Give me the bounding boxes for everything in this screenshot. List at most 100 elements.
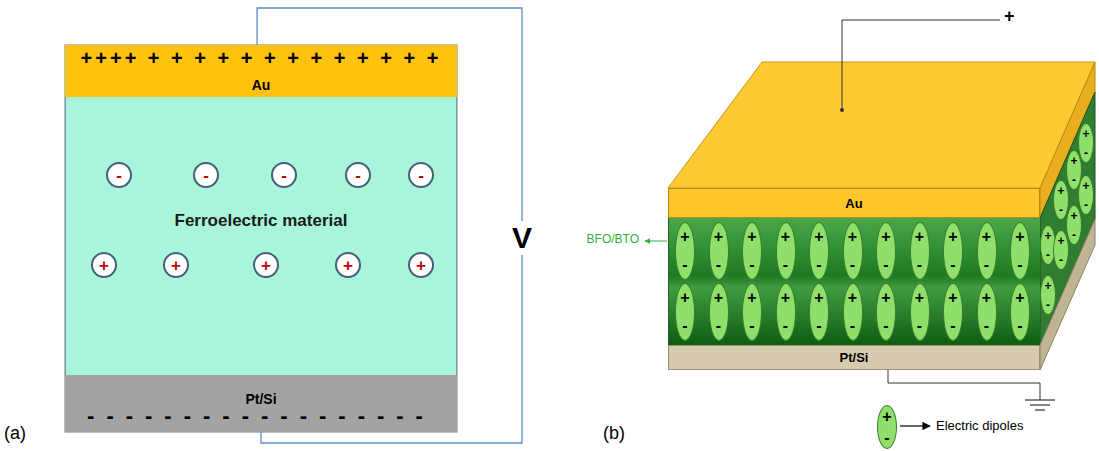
charge-circle: - [408, 162, 434, 188]
node-text: ------------------ [87, 409, 435, 423]
ferroelectric-layer: Ferroelectric material-----+++++ [65, 97, 457, 375]
node-text: - [1046, 299, 1050, 311]
node-text: + [882, 409, 891, 425]
electric-dipole: +- [1010, 222, 1030, 280]
node-text: - [783, 257, 788, 273]
contact-dot [840, 108, 844, 112]
node-text: - [682, 257, 687, 273]
charge-circle: + [335, 252, 361, 278]
node-text: + [1082, 180, 1089, 192]
node-text: - [850, 318, 855, 334]
node-text: - [1084, 199, 1088, 211]
electric-dipole: +- [675, 222, 695, 280]
electric-dipole: +- [843, 283, 863, 341]
node-text: + [343, 257, 353, 274]
legend-arrow [900, 425, 930, 426]
node-text: + [1015, 229, 1024, 245]
electric-dipole: +- [876, 283, 896, 341]
electric-dipole: +- [809, 283, 829, 341]
node-text: - [1072, 229, 1076, 241]
electric-dipole: +- [910, 222, 930, 280]
electric-dipole: +- [742, 283, 762, 341]
electric-dipole: +- [776, 222, 796, 280]
node-text: + [881, 290, 890, 306]
charge-circle: - [271, 162, 297, 188]
node-text: - [418, 167, 424, 184]
electric-dipole: +- [776, 283, 796, 341]
node-text: - [682, 318, 687, 334]
panel-label: (a) [4, 423, 26, 444]
leader-line [645, 241, 667, 242]
node-text: - [749, 257, 754, 273]
electrode-bar: ++++ + + + + + + + + + + + + + Au [65, 45, 457, 97]
node-text: + [1057, 185, 1064, 197]
legend-text: Electric dipoles [936, 418, 1023, 433]
node-text: + [1082, 128, 1089, 140]
electric-dipole: +- [709, 222, 729, 280]
charge-circle: - [345, 162, 371, 188]
node-text: + [1070, 155, 1077, 167]
node-text: - [716, 257, 721, 273]
node-text: - [850, 257, 855, 273]
electric-dipole: +- [943, 222, 963, 280]
substrate-bar: Pt/Si ------------------ [65, 375, 457, 432]
voltage-label: V [508, 221, 536, 255]
node-text: - [984, 318, 989, 334]
stack-outline [65, 45, 457, 432]
electric-dipole: +- [675, 283, 695, 341]
node-text: + [915, 290, 924, 306]
node-text: + [781, 229, 790, 245]
node-text: - [884, 430, 889, 446]
node-text: - [1059, 254, 1063, 266]
top-face [668, 62, 1095, 188]
node-text: + [1044, 230, 1051, 242]
terminal-sign: + [1004, 6, 1015, 27]
node-text: - [116, 167, 122, 184]
electric-dipole: +- [1040, 275, 1056, 315]
charge-circle: + [253, 252, 279, 278]
side-substrate [1040, 219, 1095, 370]
charge-circle: - [106, 162, 132, 188]
node-text: + [680, 290, 689, 306]
node-text: + [982, 229, 991, 245]
legend-dipole: +- [877, 405, 897, 449]
ground-wire [888, 370, 1040, 400]
node-text: Pt/Si [245, 391, 276, 407]
node-text: ++++ + + + + + + + + + + + + + [81, 47, 442, 69]
node-text: + [814, 229, 823, 245]
node-text: - [917, 257, 922, 273]
node-text: Au [252, 77, 271, 93]
node-text: + [948, 229, 957, 245]
node-text: Ferroelectric material [175, 211, 348, 231]
ferroelectric-layer: BFO/BTO+-+-+-+-+-+-+-+-+-+-+-+-+-+-+-+-+… [668, 218, 1040, 345]
node-text: - [716, 318, 721, 334]
electric-dipole: +- [876, 222, 896, 280]
node-text: - [1084, 147, 1088, 159]
node-text: + [814, 290, 823, 306]
node-text: - [1017, 318, 1022, 334]
electric-dipole: +- [910, 283, 930, 341]
electric-dipole: +- [1078, 123, 1094, 163]
node-text: + [881, 229, 890, 245]
substrate-layer: Pt/Si [668, 345, 1040, 370]
node-text: + [915, 229, 924, 245]
node-text: + [747, 290, 756, 306]
node-text: - [950, 257, 955, 273]
electric-dipole: +- [977, 283, 997, 341]
node-text: + [1070, 210, 1077, 222]
node-text: Au [845, 196, 862, 211]
electric-dipole: +- [809, 222, 829, 280]
node-text: - [984, 257, 989, 273]
node-text: - [950, 318, 955, 334]
top-wire [842, 20, 1000, 110]
node-text: + [680, 229, 689, 245]
charge-circle: + [91, 252, 117, 278]
node-text: - [816, 257, 821, 273]
panel-label: (b) [603, 423, 625, 444]
node-text: + [1057, 235, 1064, 247]
node-text: + [982, 290, 991, 306]
electric-dipole: +- [977, 222, 997, 280]
electric-dipole: +- [843, 222, 863, 280]
node-text: + [171, 257, 181, 274]
node-text: BFO/BTO [587, 232, 639, 246]
